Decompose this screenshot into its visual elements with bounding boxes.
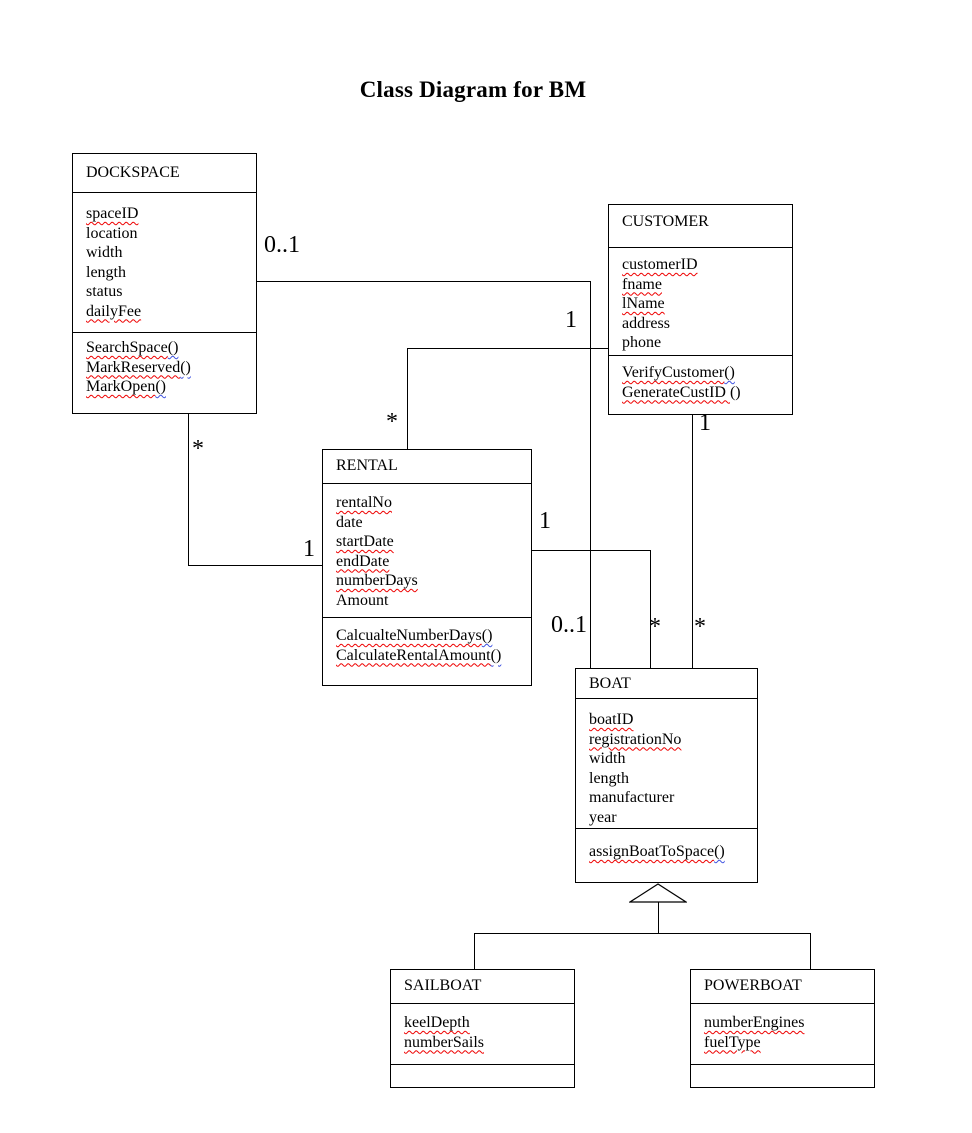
multiplicity-customer-boat-at-customer: 1 — [699, 410, 711, 436]
multiplicity-dockspace-rental-at-rental: 1 — [303, 536, 315, 562]
generalization-horizontal-line — [474, 933, 811, 934]
multiplicity-rental-boat-at-boat: * — [649, 614, 661, 640]
multiplicity-dockspace-rental-at-dockspace: * — [192, 436, 204, 462]
methods-compartment-rental: CalcualteNumberDays() CalculateRentalAmou… — [323, 618, 531, 685]
class-member: phone — [622, 334, 662, 351]
diagram-title: Class Diagram for BM — [359, 77, 587, 102]
class-member: width — [86, 244, 123, 261]
class-member: startDate — [336, 533, 394, 550]
class-member: boatID — [589, 711, 634, 728]
methods-compartment-dockspace: SearchSpace() MarkReserved() MarkOpen() — [73, 333, 256, 413]
class-member: Amount — [336, 591, 389, 609]
association-customer-boat-line-v — [692, 414, 693, 668]
class-member: CalcualteNumberDays() — [336, 627, 493, 644]
class-box-boat: BOAT boatID registrationNo width length manu… — [575, 668, 758, 883]
class-member: width — [589, 750, 626, 767]
association-dockspace-rental-line-v — [188, 413, 189, 566]
class-name-powerboat: POWERBOAT — [691, 970, 874, 1004]
class-box-customer: CUSTOMER customerID fname lName address phon… — [608, 204, 793, 415]
class-member: MarkOpen() — [86, 378, 166, 395]
class-member: CalculateRentalAmount() — [336, 646, 502, 664]
class-box-sailboat: SAILBOAT keelDepth numberSails — [390, 969, 575, 1088]
class-name-sailboat: SAILBOAT — [391, 970, 574, 1004]
class-member: status — [86, 283, 123, 300]
class-member: rentalNo — [336, 494, 392, 511]
class-member: registrationNo — [589, 730, 682, 748]
attributes-compartment-customer: customerID fname lName address phone — [609, 248, 792, 356]
generalization-triangle-icon — [629, 883, 687, 903]
class-member: location — [86, 224, 138, 242]
class-member: GenerateCustID () — [622, 383, 741, 401]
class-member: year — [589, 808, 617, 826]
association-rental-boat-line-h — [532, 550, 650, 551]
generalization-line-to-powerboat — [810, 933, 811, 969]
class-name-boat: BOAT — [576, 669, 757, 699]
class-member: numberSails — [404, 1033, 484, 1051]
class-member: keelDepth — [404, 1014, 470, 1031]
class-member: lName — [622, 295, 665, 312]
methods-compartment-sailboat — [391, 1065, 574, 1087]
association-customer-rental-line-v — [407, 348, 408, 449]
class-member: fuelType — [704, 1033, 761, 1051]
methods-compartment-boat: assignBoatToSpace() — [576, 829, 757, 882]
attributes-compartment-sailboat: keelDepth numberSails — [391, 1004, 574, 1065]
class-member: numberDays — [336, 572, 418, 589]
generalization-line-to-sailboat — [474, 933, 475, 969]
class-member: customerID — [622, 256, 698, 273]
methods-compartment-customer: VerifyCustomer() GenerateCustID () — [609, 356, 792, 414]
class-box-rental: RENTAL rentalNo date startDate endDate numbe… — [322, 449, 532, 686]
multiplicity-customer-rental-at-customer: 1 — [565, 307, 577, 333]
association-rental-boat-line-v — [650, 550, 651, 668]
class-member: fname — [622, 275, 662, 293]
class-member: length — [86, 263, 126, 281]
class-box-powerboat: POWERBOAT numberEngines fuelType — [690, 969, 875, 1088]
class-member: VerifyCustomer() — [622, 364, 735, 381]
class-member: date — [336, 513, 363, 531]
class-member: spaceID — [86, 205, 139, 222]
association-dockspace-rental-line-h — [188, 565, 323, 566]
class-member: MarkReserved() — [86, 358, 191, 376]
multiplicity-dockspace-boat-at-boat: 0..1 — [551, 612, 587, 638]
class-box-dockspace: DOCKSPACE spaceID location width length stat… — [72, 153, 257, 414]
association-dockspace-boat-line-v — [590, 281, 591, 668]
methods-compartment-powerboat — [691, 1065, 874, 1087]
attributes-compartment-boat: boatID registrationNo width length manufactu… — [576, 699, 757, 829]
association-customer-rental-line-h — [407, 348, 608, 349]
class-member: assignBoatToSpace() — [589, 843, 725, 860]
class-member: endDate — [336, 552, 390, 570]
class-member: length — [589, 769, 629, 787]
multiplicity-dockspace-boat-at-dockspace: 0..1 — [264, 232, 300, 258]
class-member: SearchSpace() — [86, 339, 179, 356]
class-name-customer: CUSTOMER — [609, 205, 792, 248]
association-dockspace-boat-line-h — [257, 281, 590, 282]
class-member: manufacturer — [589, 789, 675, 806]
class-member: numberEngines — [704, 1014, 805, 1031]
class-member: dailyFee — [86, 302, 142, 320]
class-name-rental: RENTAL — [323, 450, 531, 484]
class-name-dockspace: DOCKSPACE — [73, 154, 256, 193]
generalization-stem-line — [658, 902, 659, 933]
attributes-compartment-dockspace: spaceID location width length status dailyFee — [73, 193, 256, 333]
multiplicity-customer-rental-at-rental: * — [386, 409, 398, 435]
multiplicity-customer-boat-at-boat: * — [694, 614, 706, 640]
attributes-compartment-powerboat: numberEngines fuelType — [691, 1004, 874, 1065]
multiplicity-rental-boat-at-rental: 1 — [539, 508, 551, 534]
class-member: address — [622, 314, 670, 332]
